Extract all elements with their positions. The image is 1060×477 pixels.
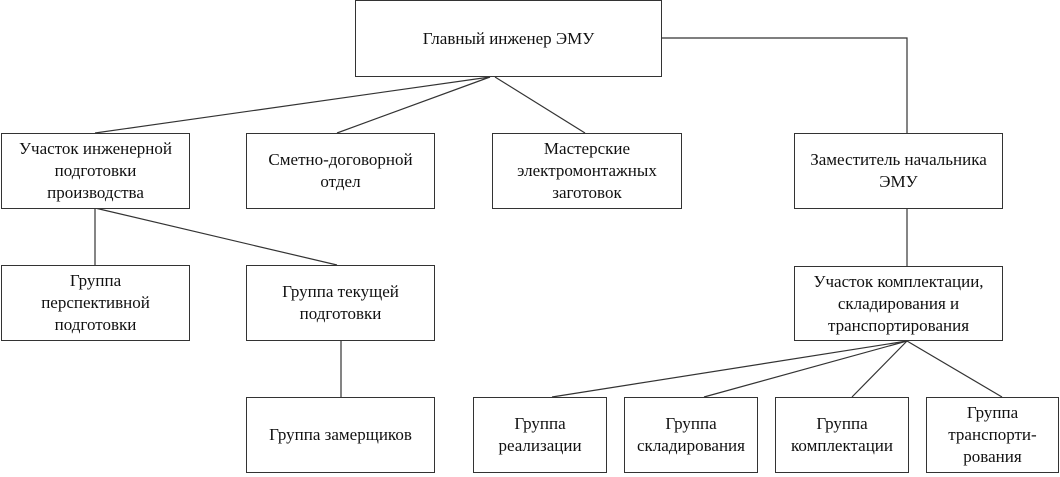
edge-supply-sales [551, 340, 908, 398]
edge-supply-kitting [851, 340, 908, 398]
node-engineering-prep-label: Участок инженерной подготовки производст… [19, 139, 172, 202]
node-storage-group-label: Группа складирования [637, 414, 745, 455]
node-estimates-dept-label: Сметно-договорной отдел [268, 150, 413, 191]
node-perspective-group-label: Группа перспективной подготовки [41, 271, 150, 334]
edge-root-engineering-prep [94, 76, 491, 134]
node-workshops-label: Мастерские электромонтажных заготовок [517, 139, 657, 202]
node-perspective-group: Группа перспективной подготовки [1, 265, 190, 341]
edge-root-estimates-dept [336, 76, 491, 134]
node-root-label: Главный инженер ЭМУ [422, 28, 595, 48]
edge-supply-transport [906, 340, 1003, 398]
node-sales-group-label: Группа реализации [498, 414, 582, 455]
node-supply-section: Участок комплектации, складирования и тр… [794, 266, 1003, 341]
node-measurers-group-label: Группа замерщиков [269, 425, 412, 444]
node-deputy-head-label: Заместитель начальника ЭМУ [810, 150, 987, 191]
node-deputy-head: Заместитель начальника ЭМУ [794, 133, 1003, 209]
node-sales-group: Группа реализации [473, 397, 607, 473]
node-transport-group: Группа транспорти- рования [926, 397, 1059, 473]
node-transport-group-label: Группа транспорти- рования [948, 403, 1037, 466]
node-measurers-group: Группа замерщиков [246, 397, 435, 473]
node-storage-group: Группа складирования [624, 397, 758, 473]
node-current-group: Группа текущей подготовки [246, 265, 435, 341]
edge-root-deputy-head [662, 37, 908, 133]
edge-engineering-prep-current [94, 207, 338, 266]
edge-supply-storage [703, 340, 908, 398]
node-estimates-dept: Сметно-договорной отдел [246, 133, 435, 209]
node-engineering-prep: Участок инженерной подготовки производст… [1, 133, 190, 209]
node-kitting-group: Группа комплектации [775, 397, 909, 473]
node-root: Главный инженер ЭМУ [355, 0, 662, 77]
node-supply-section-label: Участок комплектации, складирования и тр… [813, 271, 984, 335]
edge-root-workshops [494, 76, 586, 134]
node-workshops: Мастерские электромонтажных заготовок [492, 133, 682, 209]
node-kitting-group-label: Группа комплектации [791, 414, 893, 455]
node-current-group-label: Группа текущей подготовки [282, 282, 399, 323]
